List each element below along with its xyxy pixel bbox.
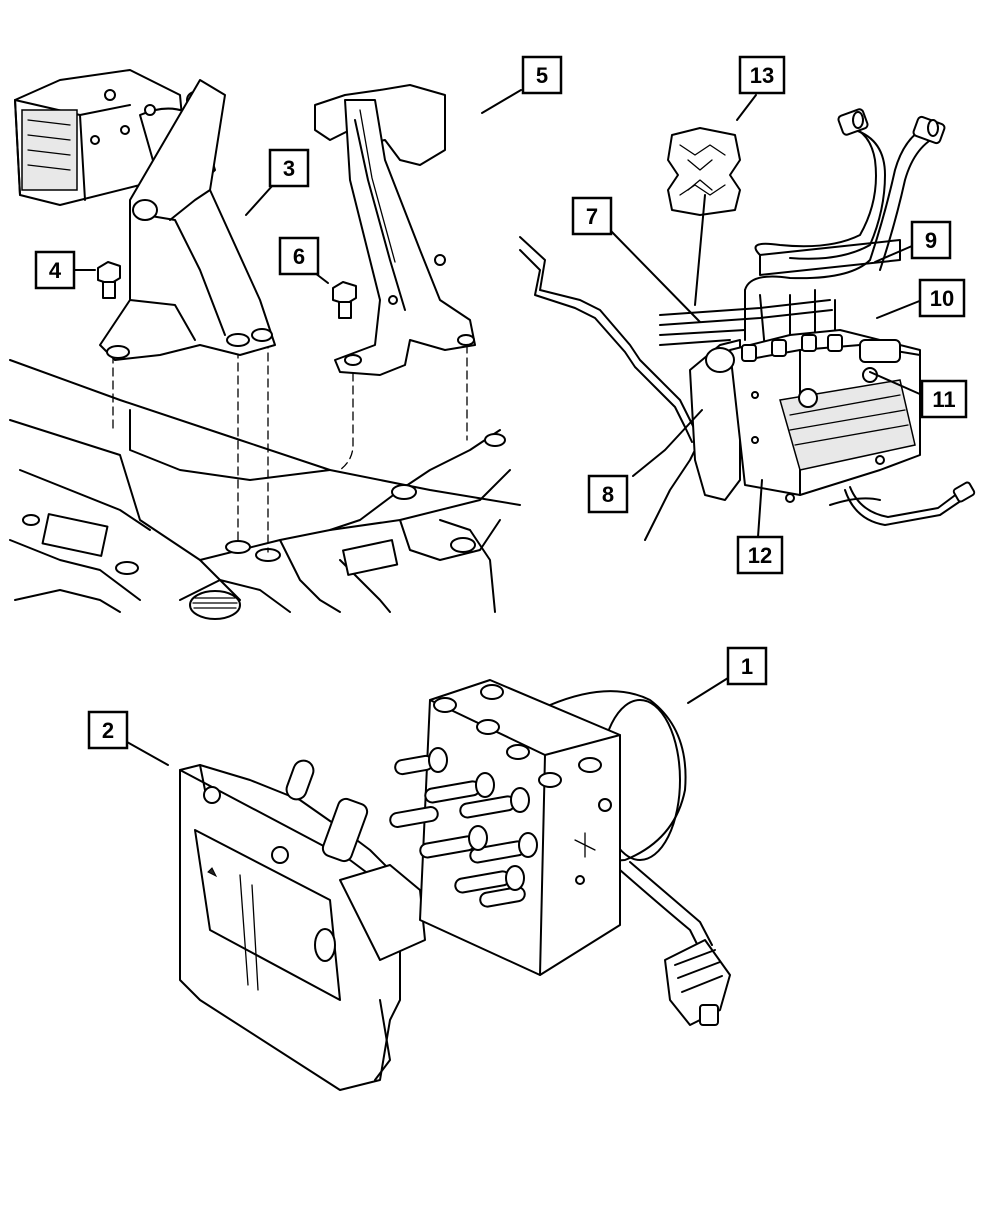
- callout-8-label: 8: [602, 482, 614, 507]
- bolt-6: [332, 281, 357, 319]
- leader-5: [481, 89, 522, 114]
- leader-1: [687, 677, 729, 704]
- callout-12-label: 12: [748, 543, 772, 568]
- callout-11[interactable]: 11: [920, 379, 968, 419]
- wiring-connector: [664, 939, 731, 1026]
- leader-7: [610, 230, 701, 323]
- callout-4-label: 4: [49, 258, 62, 283]
- callout-2-label: 2: [102, 718, 114, 743]
- callout-7-label: 7: [586, 204, 598, 229]
- callout-8[interactable]: 8: [587, 474, 629, 514]
- callout-11-label: 11: [932, 387, 955, 412]
- leader-lines: [74, 89, 923, 766]
- callout-10[interactable]: 10: [918, 278, 966, 318]
- installation-guide-lines: [112, 339, 468, 553]
- abs-exploded-view: [179, 679, 731, 1091]
- support-bracket: [314, 84, 476, 376]
- callout-2[interactable]: 2: [87, 710, 129, 750]
- abs-unit-installed: [689, 329, 976, 526]
- callout-4[interactable]: 4: [34, 250, 76, 290]
- callout-13[interactable]: 13: [738, 55, 786, 95]
- leader-12: [757, 479, 763, 538]
- leader-3: [245, 184, 274, 216]
- leader-13: [736, 94, 757, 121]
- callout-6[interactable]: 6: [278, 236, 320, 276]
- leader-9: [874, 245, 913, 263]
- hydraulic-control-unit: [389, 679, 731, 1026]
- leader-8: [632, 409, 703, 477]
- leader-13b: [694, 194, 706, 306]
- vehicle-frame: [9, 359, 521, 620]
- abs-mounting-bracket: [99, 79, 276, 361]
- callout-9[interactable]: 9: [910, 220, 952, 260]
- bolt-4: [97, 261, 121, 299]
- callout-1-label: 1: [741, 654, 753, 679]
- callout-7[interactable]: 7: [571, 196, 613, 236]
- callout-1[interactable]: 1: [726, 646, 768, 686]
- abs-control-module: [179, 759, 426, 1091]
- callout-12[interactable]: 12: [736, 535, 784, 575]
- callouts: 1 2 3 4 5 6 7 8: [34, 55, 968, 750]
- brake-tube-long: [519, 236, 701, 541]
- valve-pins: [389, 747, 538, 908]
- callout-10-label: 10: [930, 286, 954, 311]
- leader-11: [869, 371, 923, 396]
- leader-10: [876, 299, 923, 319]
- abs-brake-lines-view: [519, 108, 976, 541]
- callout-13-label: 13: [750, 63, 774, 88]
- brake-line-clip: [667, 127, 741, 216]
- engine-pulley: [189, 590, 241, 620]
- callout-3-label: 3: [283, 156, 295, 181]
- callout-9-label: 9: [925, 228, 937, 253]
- leader-2: [126, 741, 169, 766]
- mounting-assembly-view: [9, 69, 521, 620]
- callout-6-label: 6: [293, 244, 305, 269]
- callout-3[interactable]: 3: [268, 148, 310, 188]
- callout-5-label: 5: [536, 63, 548, 88]
- callout-5[interactable]: 5: [521, 55, 563, 95]
